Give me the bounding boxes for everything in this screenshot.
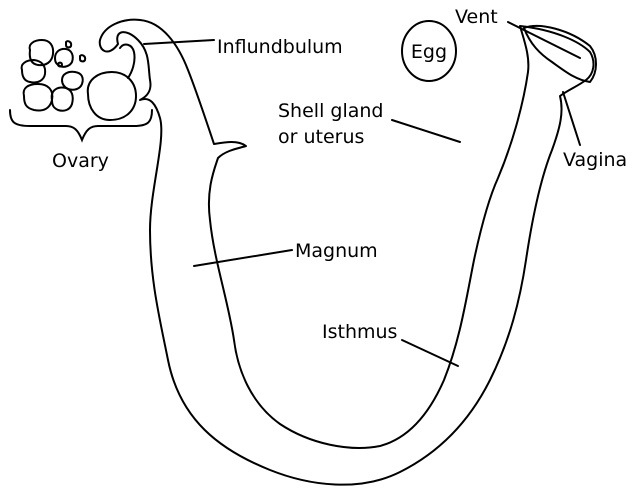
ovary-bracket (10, 110, 152, 140)
follicle (24, 84, 53, 111)
shell-gland-leader (392, 120, 460, 142)
vagina-label: Vagina (563, 149, 627, 171)
follicle-small (58, 63, 62, 67)
ovary-follicles (22, 40, 136, 120)
magnum-leader (194, 250, 292, 266)
isthmus-label: Isthmus (322, 321, 397, 343)
follicle (88, 72, 136, 120)
isthmus-leader (402, 340, 458, 366)
follicle (62, 72, 83, 90)
shell-gland-label-line1: Shell gland (278, 100, 383, 122)
shell-gland-label-line2: or uterus (278, 126, 364, 148)
ovary-label: Ovary (52, 150, 109, 172)
vent-label: Vent (455, 6, 498, 28)
infundibulum-leader (144, 40, 214, 44)
follicle-small (66, 41, 71, 47)
follicle (30, 40, 54, 65)
vagina-leader (563, 92, 580, 145)
follicle-small (80, 55, 85, 61)
egg-label: Egg (411, 41, 447, 63)
follicle (52, 88, 73, 111)
infundibulum-label: Influndbulum (217, 36, 343, 58)
magnum-label: Magnum (295, 240, 378, 262)
